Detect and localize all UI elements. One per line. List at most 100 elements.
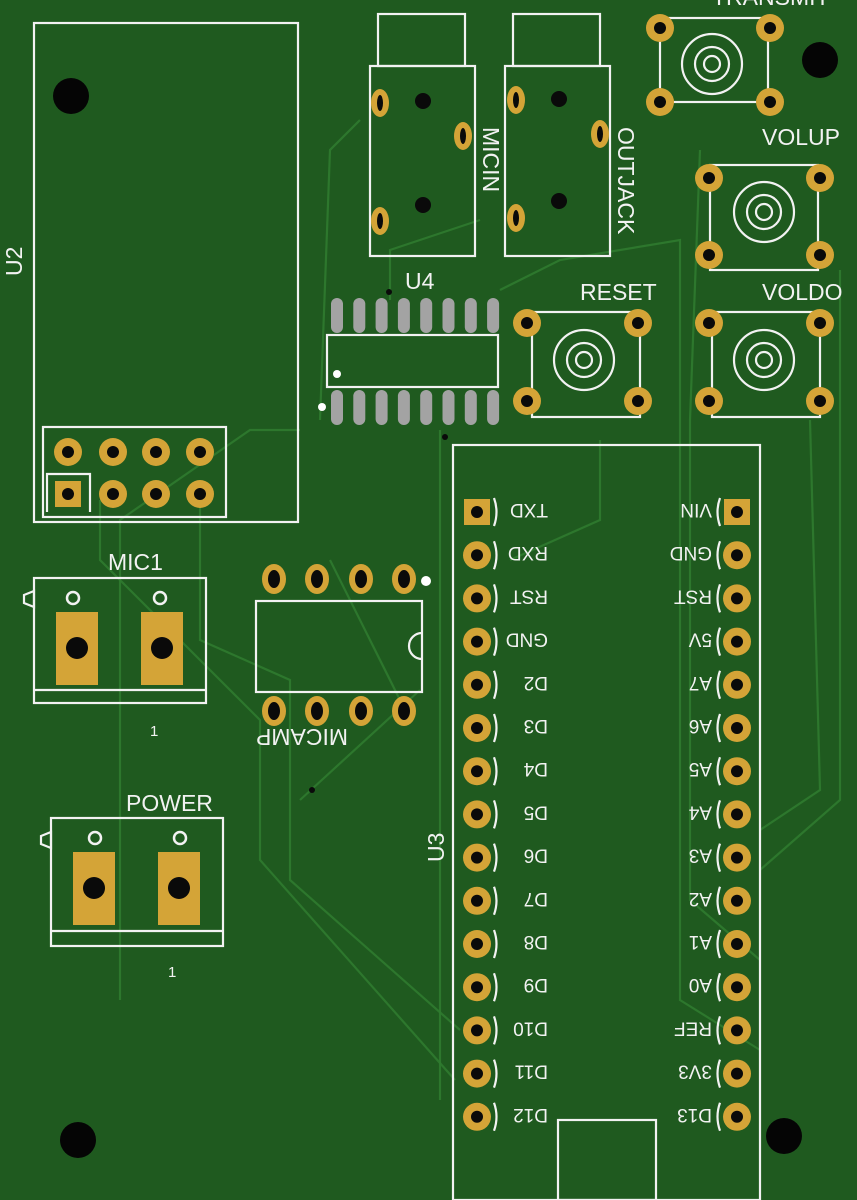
u3-right-pin-pad xyxy=(723,800,751,829)
volup-switch-pad xyxy=(695,164,723,192)
micin-jack-hole xyxy=(415,197,431,213)
power-pin-pad xyxy=(158,852,200,925)
u3-right-pin-marker xyxy=(716,1102,722,1132)
micamp-pin-pad xyxy=(392,564,416,594)
transmit-switch: TRANSMIT xyxy=(658,0,830,104)
u4-smd-pad xyxy=(353,298,366,333)
u4-smd-pad xyxy=(464,390,477,425)
transmit-switch-pad xyxy=(756,88,784,116)
u3-right-pin-pad xyxy=(723,757,751,786)
u2-header-pad-1 xyxy=(55,481,81,507)
u4-smd-pad xyxy=(487,298,500,333)
outjack-label: OUTJACK xyxy=(613,127,639,235)
u3-right-pin-marker xyxy=(716,497,722,527)
u3-left-pin-pad xyxy=(463,1059,491,1088)
u3-left-pin-pad xyxy=(463,886,491,915)
micin-jack-hole xyxy=(415,93,431,109)
u2-header-pad xyxy=(99,480,127,508)
micamp-pin-pad xyxy=(262,696,286,726)
u4-pin1-dot xyxy=(333,370,341,378)
u3-right-pin-pad xyxy=(723,1016,751,1045)
u4-smd-pad xyxy=(487,390,500,425)
u3-right-pin-marker xyxy=(716,886,722,916)
micamp-pin-pad xyxy=(305,696,329,726)
u3-left-pin-pad xyxy=(463,800,491,829)
mic1-pin-pad xyxy=(141,612,183,685)
u3-right-pin-label: A1 xyxy=(689,931,712,952)
voldo-switch-pad xyxy=(806,309,834,337)
outjack-jack-pad xyxy=(591,120,609,148)
u3-right-pin-label: REF xyxy=(674,1017,712,1038)
outjack-jack-hole xyxy=(551,91,567,107)
via xyxy=(442,434,448,440)
micin-jack-pad xyxy=(371,207,389,235)
u3-left-pin-pad xyxy=(463,584,491,613)
transmit-switch-pad xyxy=(756,14,784,42)
u3-left-pin-marker xyxy=(492,972,498,1002)
u4-label: U4 xyxy=(405,268,435,294)
micin-label: MICIN xyxy=(478,127,504,192)
u4-chip: U4 xyxy=(325,268,500,389)
u3-left-pin-label: D3 xyxy=(524,715,548,736)
outjack-jack: OUTJACK xyxy=(503,12,639,258)
u2-header-pad xyxy=(54,438,82,466)
u3-right-pin-marker xyxy=(716,1016,722,1045)
u3-left-pin-pad xyxy=(463,627,491,656)
u3-left-pin-label: D10 xyxy=(513,1017,548,1038)
via xyxy=(386,289,392,295)
u2-header-pad xyxy=(142,438,170,466)
micin-jack: MICIN xyxy=(368,12,504,258)
u3-left-pin-marker xyxy=(492,497,498,527)
u3-left-pin-pad xyxy=(463,1102,491,1131)
u3-right-pin-label: D13 xyxy=(677,1104,712,1125)
u3-left-pin-pad xyxy=(463,1016,491,1045)
u3-left-pin-pad xyxy=(463,973,491,1002)
u3-right-pin-marker xyxy=(716,843,722,872)
u2-header-pad xyxy=(186,480,214,508)
micin-jack-pad xyxy=(454,122,472,150)
u4-smd-pad xyxy=(353,390,366,425)
u4-smd-pad xyxy=(331,298,343,333)
volup-switch-pad xyxy=(806,164,834,192)
u4-smd-pad xyxy=(397,298,410,333)
u4-smd-pad xyxy=(442,298,455,333)
u3-right-pin-label: A6 xyxy=(689,715,712,736)
outjack-jack-pad xyxy=(507,86,525,114)
u3-left-pin-pad xyxy=(463,670,491,699)
u3-right-pin-label: A4 xyxy=(688,801,712,822)
u3-left-pin-label: TXD xyxy=(510,499,548,520)
transmit-switch-pad xyxy=(646,88,674,116)
u3-left-pin-marker xyxy=(492,756,498,786)
u4-pin1-marker xyxy=(318,403,326,411)
u3-left-pin-label: D9 xyxy=(524,974,548,995)
mic1-pin1-label: 1 xyxy=(150,723,158,740)
u3-left-pin-marker xyxy=(492,584,498,613)
u3-right-pin-marker xyxy=(716,972,722,1002)
u4-smd-pad xyxy=(331,390,343,425)
mic1-pin-pad xyxy=(56,612,98,685)
reset-switch-pad xyxy=(513,309,541,337)
u3-left-pin-label: RXD xyxy=(508,542,548,563)
volup-label: VOLUP xyxy=(762,124,840,150)
u3-left-pin-pad xyxy=(463,757,491,786)
u3-right-pin-marker xyxy=(716,670,722,700)
u3-right-pin-pad xyxy=(723,627,751,656)
u3-right-pin-pad xyxy=(723,930,751,958)
u2-header-pad xyxy=(186,438,214,466)
via xyxy=(309,787,315,793)
power-pin1-label: 1 xyxy=(168,964,176,981)
u3-right-pin-label: A5 xyxy=(689,758,712,779)
u2-header-pad xyxy=(142,480,170,508)
u3-left-pin-pad xyxy=(463,541,491,570)
u3-right-pin-pad xyxy=(723,541,751,570)
u3-label: U3 xyxy=(423,833,449,862)
u3-right-pin-marker xyxy=(716,800,722,829)
mounting-hole xyxy=(766,1118,802,1154)
u3-right-pin-label: A3 xyxy=(689,845,712,866)
mic1-label: MIC1 xyxy=(108,549,163,575)
u3-left-pin-marker xyxy=(492,1016,498,1045)
u3-left-pin-marker xyxy=(492,670,498,700)
